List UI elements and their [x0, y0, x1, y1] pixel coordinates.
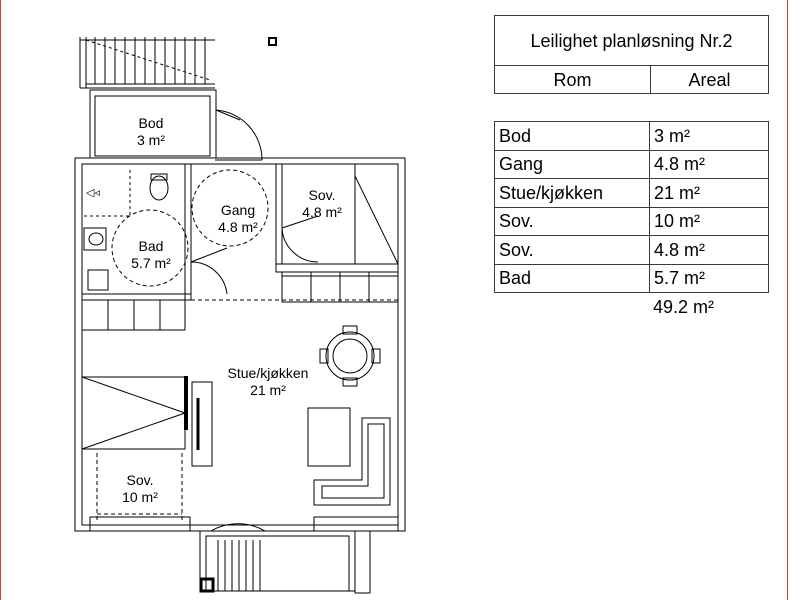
column-header-area: Areal: [650, 65, 769, 94]
table-row: Sov. 4.8 m²: [494, 235, 769, 265]
room-area-bathroom: 5.7 m²: [131, 255, 171, 271]
table-cell-room: Bod: [494, 121, 650, 151]
room-name-bathroom: Bad: [139, 238, 164, 254]
table-cell-room: Sov.: [494, 206, 650, 236]
small-bedroom-wardrobe: [354, 163, 399, 265]
room-area-small-bedroom: 4.8 m²: [302, 204, 342, 220]
table-cell-room: Sov.: [494, 235, 650, 265]
room-name-storage: Bod: [139, 115, 164, 131]
table-cell-area: 3 m²: [649, 121, 769, 151]
kitchen-counter-top: [281, 271, 399, 303]
bed: [81, 376, 186, 450]
room-area-bedroom: 10 m²: [122, 489, 158, 505]
room-name-living-kitchen: Stue/kjøkken: [228, 365, 309, 381]
bedroom-dashes: [96, 453, 183, 520]
wardrobe-row: [81, 299, 186, 331]
corridor-doors: [190, 159, 319, 295]
room-area-table: Bod 3 m² Gang 4.8 m² Stue/kjøkken 21 m² …: [494, 121, 769, 293]
table-cell-room: Gang: [494, 149, 650, 179]
storage-door: [215, 109, 263, 161]
shower-symbol: ◁◃: [86, 187, 100, 199]
floor-plan: ◁◃: [74, 37, 406, 594]
table-cell-area: 4.8 m²: [649, 149, 769, 179]
table-cell-area: 21 m²: [649, 178, 769, 208]
plan-title: Leilighet planløsning Nr.2: [494, 15, 769, 66]
room-area-corridor: 4.8 m²: [218, 219, 258, 235]
room-name-bedroom: Sov.: [127, 472, 154, 488]
column-marker-top: [268, 37, 277, 46]
table-row: Sov. 10 m²: [494, 206, 769, 236]
page-edge-left: [0, 0, 1, 600]
room-area-living-kitchen: 21 m²: [250, 382, 286, 398]
column-header-room: Rom: [494, 65, 651, 94]
table-row: Gang 4.8 m²: [494, 149, 769, 179]
table-cell-area: 10 m²: [649, 206, 769, 236]
room-area-storage: 3 m²: [137, 132, 165, 148]
sofa: [307, 407, 391, 506]
table-row: Stue/kjøkken 21 m²: [494, 178, 769, 208]
table-cell-room: Stue/kjøkken: [494, 178, 650, 208]
dining-table: [319, 325, 381, 387]
divider-post: [184, 376, 188, 430]
total-area: 49.2 m²: [653, 297, 715, 317]
room-name-corridor: Gang: [221, 202, 255, 218]
page-edge-right: [787, 0, 788, 600]
table-row: Bad 5.7 m²: [494, 263, 769, 293]
table-row: Bod 3 m²: [494, 121, 769, 151]
bottom-balcony: [199, 523, 371, 594]
table-cell-area: 4.8 m²: [649, 235, 769, 265]
room-name-small-bedroom: Sov.: [309, 187, 336, 203]
turning-circles: [111, 169, 269, 287]
column-marker-bottom: [199, 577, 215, 593]
tv-unit: [191, 381, 213, 467]
table-cell-room: Bad: [494, 263, 650, 293]
top-balcony-railing: [79, 37, 215, 89]
table-cell-area: 5.7 m²: [649, 263, 769, 293]
plan-header-table: Leilighet planløsning Nr.2 Rom Areal: [494, 15, 769, 94]
room-labels: Bod 3 m² Gang 4.8 m² Sov. 4.8 m² Bad 5.7…: [122, 115, 342, 505]
bathroom-fixtures: [83, 170, 169, 291]
